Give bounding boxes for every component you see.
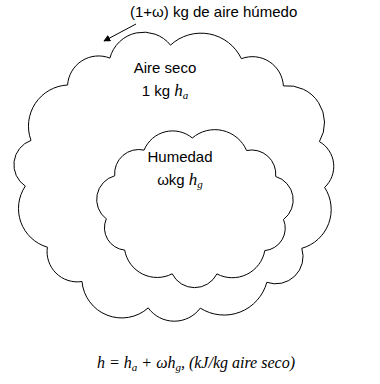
- text-run: (1+ω) kg de aire húmedo: [130, 3, 297, 20]
- text-run: ωkg: [157, 171, 189, 188]
- text-line: Aire seco: [134, 57, 197, 79]
- text-line: (1+ω) kg de aire húmedo: [130, 1, 297, 23]
- callout-label: (1+ω) kg de aire húmedo: [130, 1, 297, 23]
- formula-label: h = ha + ωhg, (kJ/kg aire seco): [97, 351, 295, 376]
- text-line: h = ha + ωhg, (kJ/kg aire seco): [97, 351, 295, 376]
- text-run: h: [189, 170, 198, 189]
- cloud-outline: [85, 118, 305, 296]
- text-run: h: [174, 81, 183, 100]
- cloud-label: Humedad ωkg hg: [147, 146, 212, 193]
- cloud-region: Humedad ωkg hg: [85, 118, 305, 296]
- cloud-shape: [97, 130, 294, 288]
- text-run: g: [197, 178, 203, 190]
- text-run: a: [183, 89, 189, 101]
- text-run: g: [175, 361, 181, 373]
- text-run: Humedad: [147, 148, 212, 165]
- text-run: 1 kg: [142, 82, 175, 99]
- text-line: ωkg hg: [147, 168, 212, 193]
- text-line: Humedad: [147, 146, 212, 168]
- cloud-label: Aire seco 1 kg ha: [134, 57, 197, 104]
- text-run: a: [132, 361, 138, 373]
- text-line: 1 kg ha: [134, 79, 197, 104]
- cloud-shape: [14, 32, 334, 321]
- text-run: , (kJ/kg aire seco): [181, 354, 295, 371]
- text-run: Aire seco: [134, 59, 197, 76]
- text-run: h = h: [97, 354, 132, 371]
- cloud-region: Aire seco 1 kg haHumedad ωkg hg: [5, 25, 345, 330]
- text-run: + ωh: [137, 354, 175, 371]
